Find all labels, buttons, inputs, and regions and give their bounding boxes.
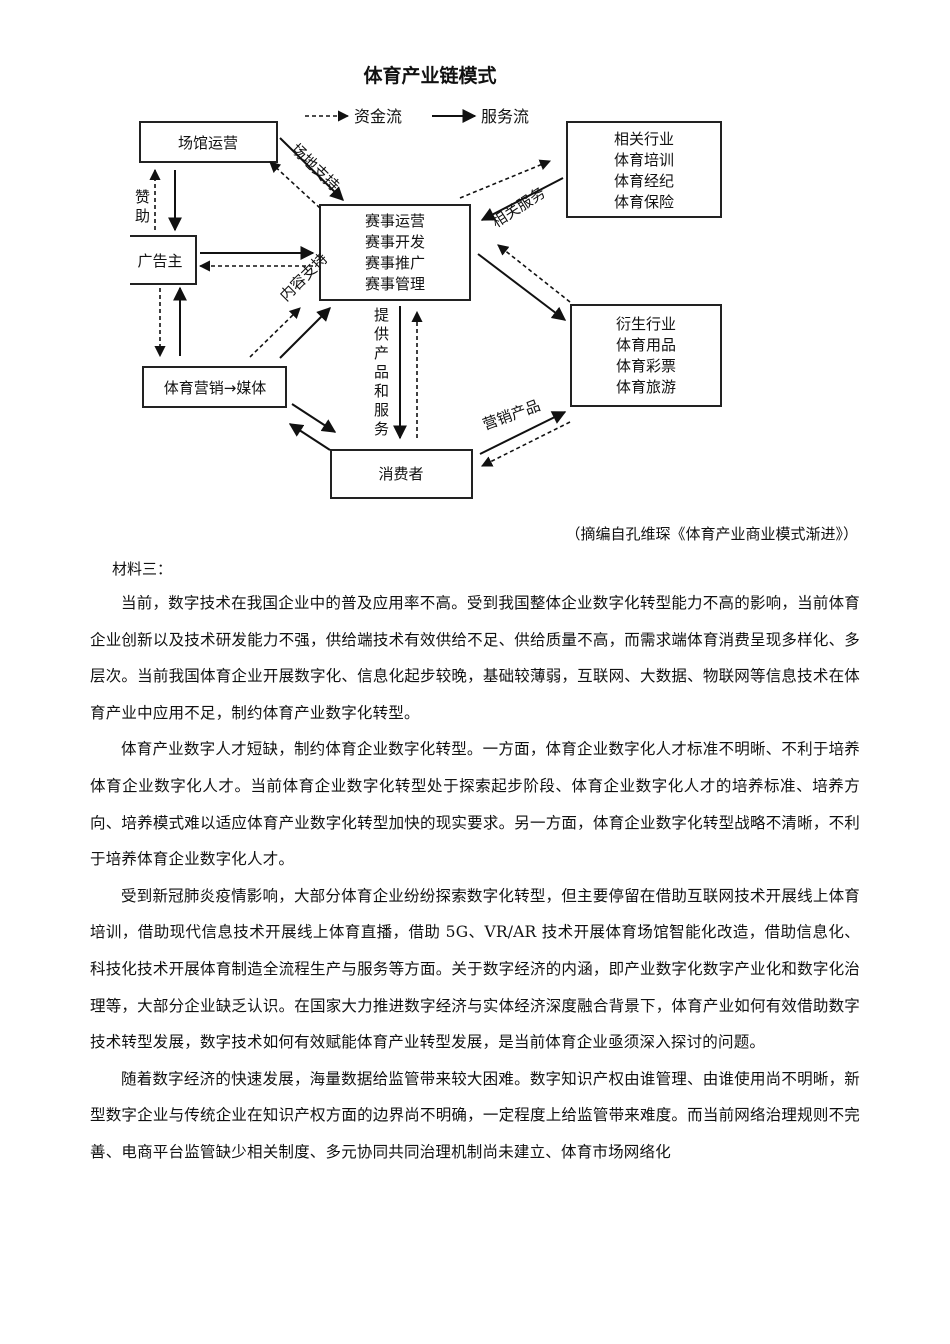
node-venue: 场馆运营 bbox=[178, 134, 238, 152]
arrow-marketing-to-consumer bbox=[291, 403, 337, 433]
legend-service-flow: 服务流 bbox=[481, 107, 529, 126]
label-products-services: 提 供 产 品 和 服 务 bbox=[374, 306, 394, 438]
arrow-marketing-to-event bbox=[279, 307, 331, 359]
node-related-3: 体育经纪 bbox=[614, 172, 674, 190]
node-related-2: 体育培训 bbox=[614, 151, 674, 169]
arrow-consumer-to-marketing bbox=[288, 423, 331, 451]
label-sponsor-1: 赞 bbox=[135, 188, 150, 206]
node-related-4: 体育保险 bbox=[614, 193, 674, 211]
paragraph-1: 当前，数字技术在我国企业中的普及应用率不高。受到我国整体企业数字化转型能力不高的… bbox=[90, 594, 860, 722]
node-marketing-box bbox=[142, 366, 287, 408]
arrow-venue-to-event bbox=[279, 137, 344, 201]
legend: 资金流 服务流 bbox=[305, 107, 529, 126]
node-marketing: 体育营销→媒体 bbox=[164, 379, 267, 397]
arrow-related-service bbox=[480, 177, 564, 221]
node-derived-2: 体育用品 bbox=[616, 336, 676, 354]
arrow-event-to-derived bbox=[477, 253, 567, 321]
section-label: 材料三： bbox=[112, 560, 173, 578]
diagram-title: 体育产业链模式 bbox=[363, 64, 496, 87]
node-event-box bbox=[319, 204, 471, 301]
source-note: （摘编自孔维琛《体育产业商业模式渐进》） bbox=[565, 525, 858, 543]
paragraph-4: 随着数字经济的快速发展，海量数据给监管带来较大困难。数字知识产权由谁管理、由谁使… bbox=[90, 1069, 860, 1161]
node-derived-3: 体育彩票 bbox=[616, 357, 676, 375]
node-advertiser: 广告主 bbox=[137, 252, 182, 270]
label-sponsor-2: 助 bbox=[135, 207, 150, 225]
node-event-2: 赛事开发 bbox=[365, 233, 425, 251]
arrow-derived-to-event bbox=[497, 244, 571, 303]
arrow-derived-sales bbox=[480, 421, 571, 467]
node-event-3: 赛事推广 bbox=[365, 254, 425, 272]
node-derived-box bbox=[570, 304, 722, 407]
label-venue-support: 场地支持 bbox=[287, 140, 343, 195]
node-consumer-box bbox=[330, 449, 473, 499]
node-related-1: 相关行业 bbox=[614, 130, 674, 148]
arrow-event-to-venue bbox=[269, 161, 321, 209]
node-venue-box bbox=[139, 121, 278, 163]
arrow-event-to-related bbox=[459, 159, 552, 199]
node-derived-4: 体育旅游 bbox=[616, 378, 676, 396]
paragraph-2: 体育产业数字人才短缺，制约体育企业数字化转型。一方面，体育企业数字化人才标准不明… bbox=[90, 740, 860, 869]
node-event-4: 赛事管理 bbox=[365, 275, 425, 293]
node-related-box bbox=[566, 121, 722, 218]
node-derived-1: 衍生行业 bbox=[616, 315, 676, 333]
arrow-content-support bbox=[249, 307, 301, 358]
node-event-1: 赛事运营 bbox=[365, 212, 425, 230]
node-advertiser-box bbox=[130, 235, 197, 285]
label-related-service: 相关服务 bbox=[488, 184, 548, 232]
legend-fund-flow: 资金流 bbox=[354, 107, 402, 126]
arrow-consumer-to-derived bbox=[479, 411, 567, 455]
sports-industry-chain-diagram: 体育产业链模式 资金流 服务流 场馆运营 广告主 体育营销→媒体 赛事运营 赛事… bbox=[130, 64, 722, 499]
body-text: 当前，数字技术在我国企业中的普及应用率不高。受到我国整体企业数字化转型能力不高的… bbox=[90, 585, 860, 1171]
node-consumer: 消费者 bbox=[378, 465, 423, 483]
paragraph-3: 受到新冠肺炎疫情影响，大部分体育企业纷纷探索数字化转型，但主要停留在借助互联网技… bbox=[90, 886, 860, 1052]
